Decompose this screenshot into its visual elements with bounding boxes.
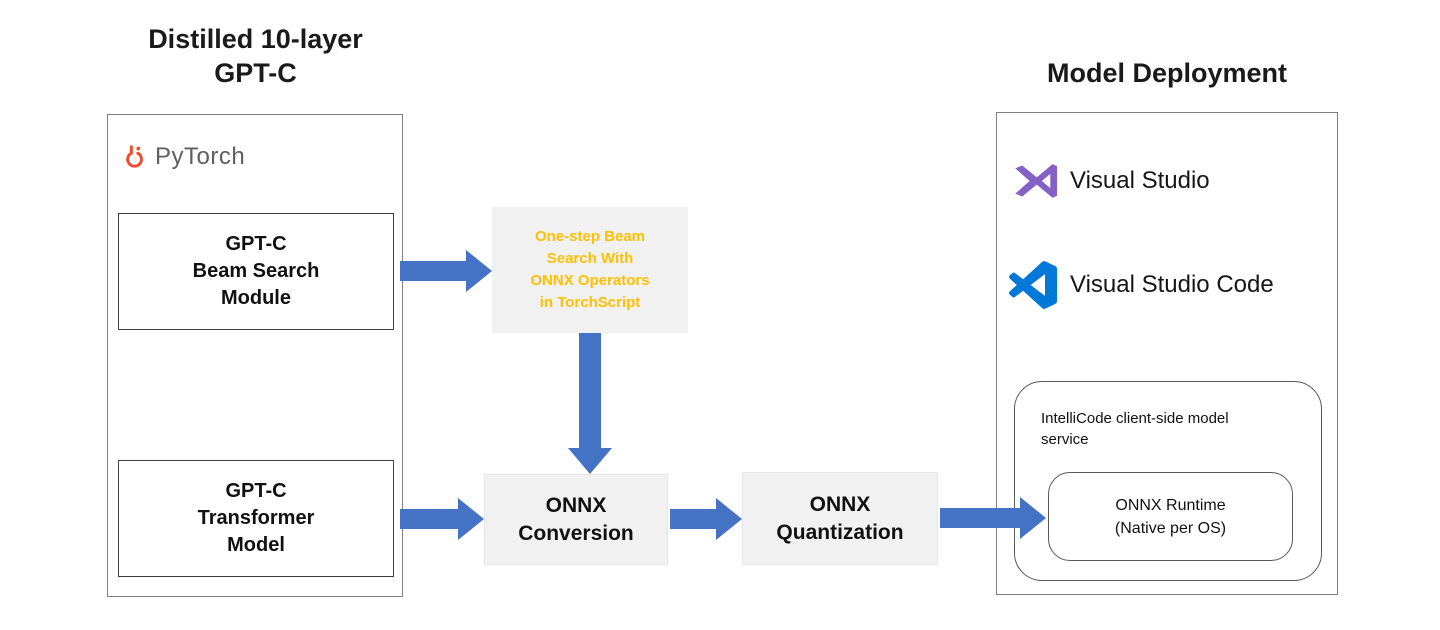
text-line: (Native per OS) [1114, 519, 1227, 537]
visual-studio-row: Visual Studio [1011, 158, 1210, 204]
arrow-beam-search-box-to-conversion [568, 333, 612, 474]
arrow-shaft [670, 509, 716, 529]
vscode-label: Visual Studio Code [1070, 271, 1274, 298]
onnx-runtime-box: ONNX Runtime (Native per OS) [1048, 472, 1293, 561]
text-line: ONNX Operators [530, 272, 650, 289]
arrow-conversion-to-quantization [670, 498, 742, 540]
arrow-shaft [400, 509, 458, 529]
arrow-head [716, 498, 742, 540]
text-line: One-step Beam [534, 228, 646, 245]
text-line: Search With [546, 250, 634, 267]
pytorch-icon [121, 144, 148, 171]
arrow-shaft [400, 261, 466, 281]
text-line: Conversion [518, 521, 634, 545]
text-line: ONNX [809, 492, 871, 516]
right-panel-title: Model Deployment [1046, 58, 1288, 88]
arrow-transformer-to-conversion [400, 498, 484, 540]
left-title-line: GPT-C [214, 58, 297, 88]
text-line: GPT-C [225, 480, 287, 502]
arrow-beam-module-to-beam-search-box [400, 250, 492, 292]
pytorch-logo: PyTorch [121, 140, 245, 174]
onnx-conversion-box: ONNX Conversion [484, 474, 668, 565]
text-line: ONNX [545, 493, 607, 517]
gptc-transformer-model-box: GPT-C Transformer Model [118, 460, 394, 577]
text-line: Quantization [776, 520, 904, 544]
text-line: GPT-C [225, 233, 287, 255]
arrow-head [458, 498, 484, 540]
visual-studio-label: Visual Studio [1070, 167, 1210, 194]
text-line: in TorchScript [539, 294, 641, 311]
arrow-head [568, 448, 612, 474]
arrow-shaft [579, 333, 601, 448]
left-title-line: Distilled 10-layer [148, 24, 363, 54]
visual-studio-code-row: Visual Studio Code [1009, 261, 1274, 309]
text-line: Module [221, 287, 291, 309]
intellicode-service-label: IntelliCode client-side model service [1041, 410, 1229, 448]
pytorch-label: PyTorch [155, 143, 246, 170]
arrow-shaft [940, 508, 1020, 528]
text-line: Model [227, 534, 285, 556]
vscode-icon [1009, 261, 1057, 309]
gptc-beam-search-module-box: GPT-C Beam Search Module [118, 213, 394, 330]
arrow-head [1020, 497, 1046, 539]
text-line: Beam Search [192, 260, 320, 282]
visual-studio-icon [1011, 158, 1057, 204]
text-line: ONNX Runtime [1115, 496, 1226, 514]
one-step-beam-search-box: One-step Beam Search With ONNX Operators… [492, 207, 688, 333]
text-line: Transformer [197, 507, 315, 529]
left-panel-title: Distilled 10-layer GPT-C [107, 22, 404, 90]
arrow-head [466, 250, 492, 292]
onnx-quantization-box: ONNX Quantization [742, 472, 938, 565]
arrow-quantization-to-deployment [940, 497, 1046, 539]
